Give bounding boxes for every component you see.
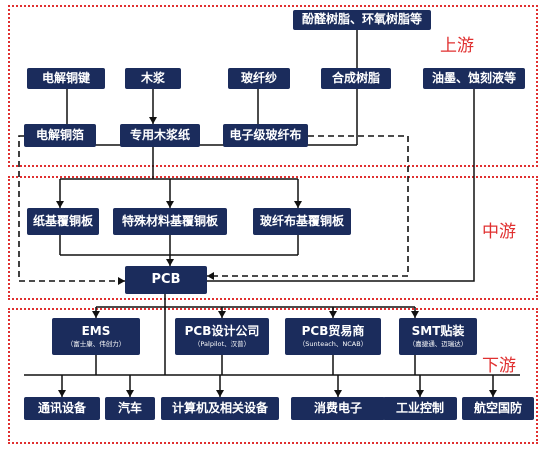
downstream-label: 下游 <box>482 356 516 376</box>
player-pcb-trader-label: PCB贸易商 <box>301 323 365 338</box>
laminate-paper-based: 纸基覆铜板 <box>27 208 99 235</box>
material-glass-fiber-yarn-label: 玻纤纱 <box>240 70 277 85</box>
material-electrolytic-copper-label: 电解铜键 <box>41 70 90 85</box>
pcb-node: PCB <box>125 266 207 294</box>
processed-copper-foil: 电解铜箔 <box>24 124 96 147</box>
app-automotive: 汽车 <box>105 397 155 420</box>
app-telecom-equipment: 通讯设备 <box>24 397 100 420</box>
material-phenolic-epoxy-resin-label: 酚醛树脂、环氧树脂等 <box>301 12 422 27</box>
material-synthetic-resin: 合成树脂 <box>321 68 391 89</box>
player-ems: EMS （富士康、伟创力） <box>52 318 140 355</box>
pcb-node-label: PCB <box>151 271 181 287</box>
player-pcb-trader: PCB贸易商 （Sunteach、NCAB） <box>285 318 381 355</box>
app-consumer-electronics-label: 消费电子 <box>313 400 362 415</box>
downstream-zone <box>8 308 538 444</box>
player-smt-assembly-examples: （嘉捷通、迈瑞达） <box>408 339 468 348</box>
material-wood-pulp: 木浆 <box>125 68 181 89</box>
app-industrial-control-label: 工业控制 <box>395 400 444 415</box>
processed-pulp-paper: 专用木浆纸 <box>120 124 200 147</box>
material-glass-fiber-yarn: 玻纤纱 <box>228 68 290 89</box>
app-computers: 计算机及相关设备 <box>161 397 279 420</box>
processed-copper-foil-label: 电解铜箔 <box>35 127 84 142</box>
player-smt-assembly-label: SMT贴装 <box>411 323 465 338</box>
app-consumer-electronics: 消费电子 <box>291 397 385 420</box>
app-industrial-control: 工业控制 <box>383 397 457 420</box>
midstream-zone <box>8 176 538 300</box>
material-wood-pulp-label: 木浆 <box>140 70 165 85</box>
processed-pulp-paper-label: 专用木浆纸 <box>129 127 190 142</box>
player-smt-assembly: SMT贴装 （嘉捷通、迈瑞达） <box>399 318 477 355</box>
material-phenolic-epoxy-resin: 酚醛树脂、环氧树脂等 <box>293 10 431 30</box>
app-aerospace-defense: 航空国防 <box>462 397 534 420</box>
material-synthetic-resin-label: 合成树脂 <box>331 70 380 85</box>
player-ems-examples: （富士康、伟创力） <box>66 339 126 348</box>
laminate-special-material: 特殊材料基覆铜板 <box>113 208 227 235</box>
app-aerospace-defense-label: 航空国防 <box>473 400 522 415</box>
material-ink-etchant: 油墨、蚀刻液等 <box>423 68 525 89</box>
processed-glass-fiber-cloth-label: 电子级玻纤布 <box>229 127 302 142</box>
laminate-special-material-label: 特殊材料基覆铜板 <box>121 213 218 228</box>
app-telecom-equipment-label: 通讯设备 <box>37 400 86 415</box>
player-pcb-design-label: PCB设计公司 <box>184 323 260 338</box>
app-computers-label: 计算机及相关设备 <box>171 400 268 415</box>
material-electrolytic-copper: 电解铜键 <box>27 68 105 89</box>
player-pcb-design-examples: （Palpilot、汉普） <box>193 339 251 348</box>
player-pcb-trader-examples: （Sunteach、NCAB） <box>298 339 368 348</box>
upstream-zone <box>8 5 538 167</box>
material-ink-etchant-label: 油墨、蚀刻液等 <box>431 70 516 85</box>
upstream-label: 上游 <box>440 36 474 56</box>
app-automotive-label: 汽车 <box>117 400 142 415</box>
processed-glass-fiber-cloth: 电子级玻纤布 <box>223 124 308 147</box>
laminate-glass-fiber: 玻纤布基覆铜板 <box>253 208 351 235</box>
player-ems-label: EMS <box>81 323 111 338</box>
laminate-glass-fiber-label: 玻纤布基覆铜板 <box>259 213 344 228</box>
player-pcb-design: PCB设计公司 （Palpilot、汉普） <box>175 318 269 355</box>
midstream-label: 中游 <box>482 222 516 242</box>
laminate-paper-based-label: 纸基覆铜板 <box>32 213 93 228</box>
